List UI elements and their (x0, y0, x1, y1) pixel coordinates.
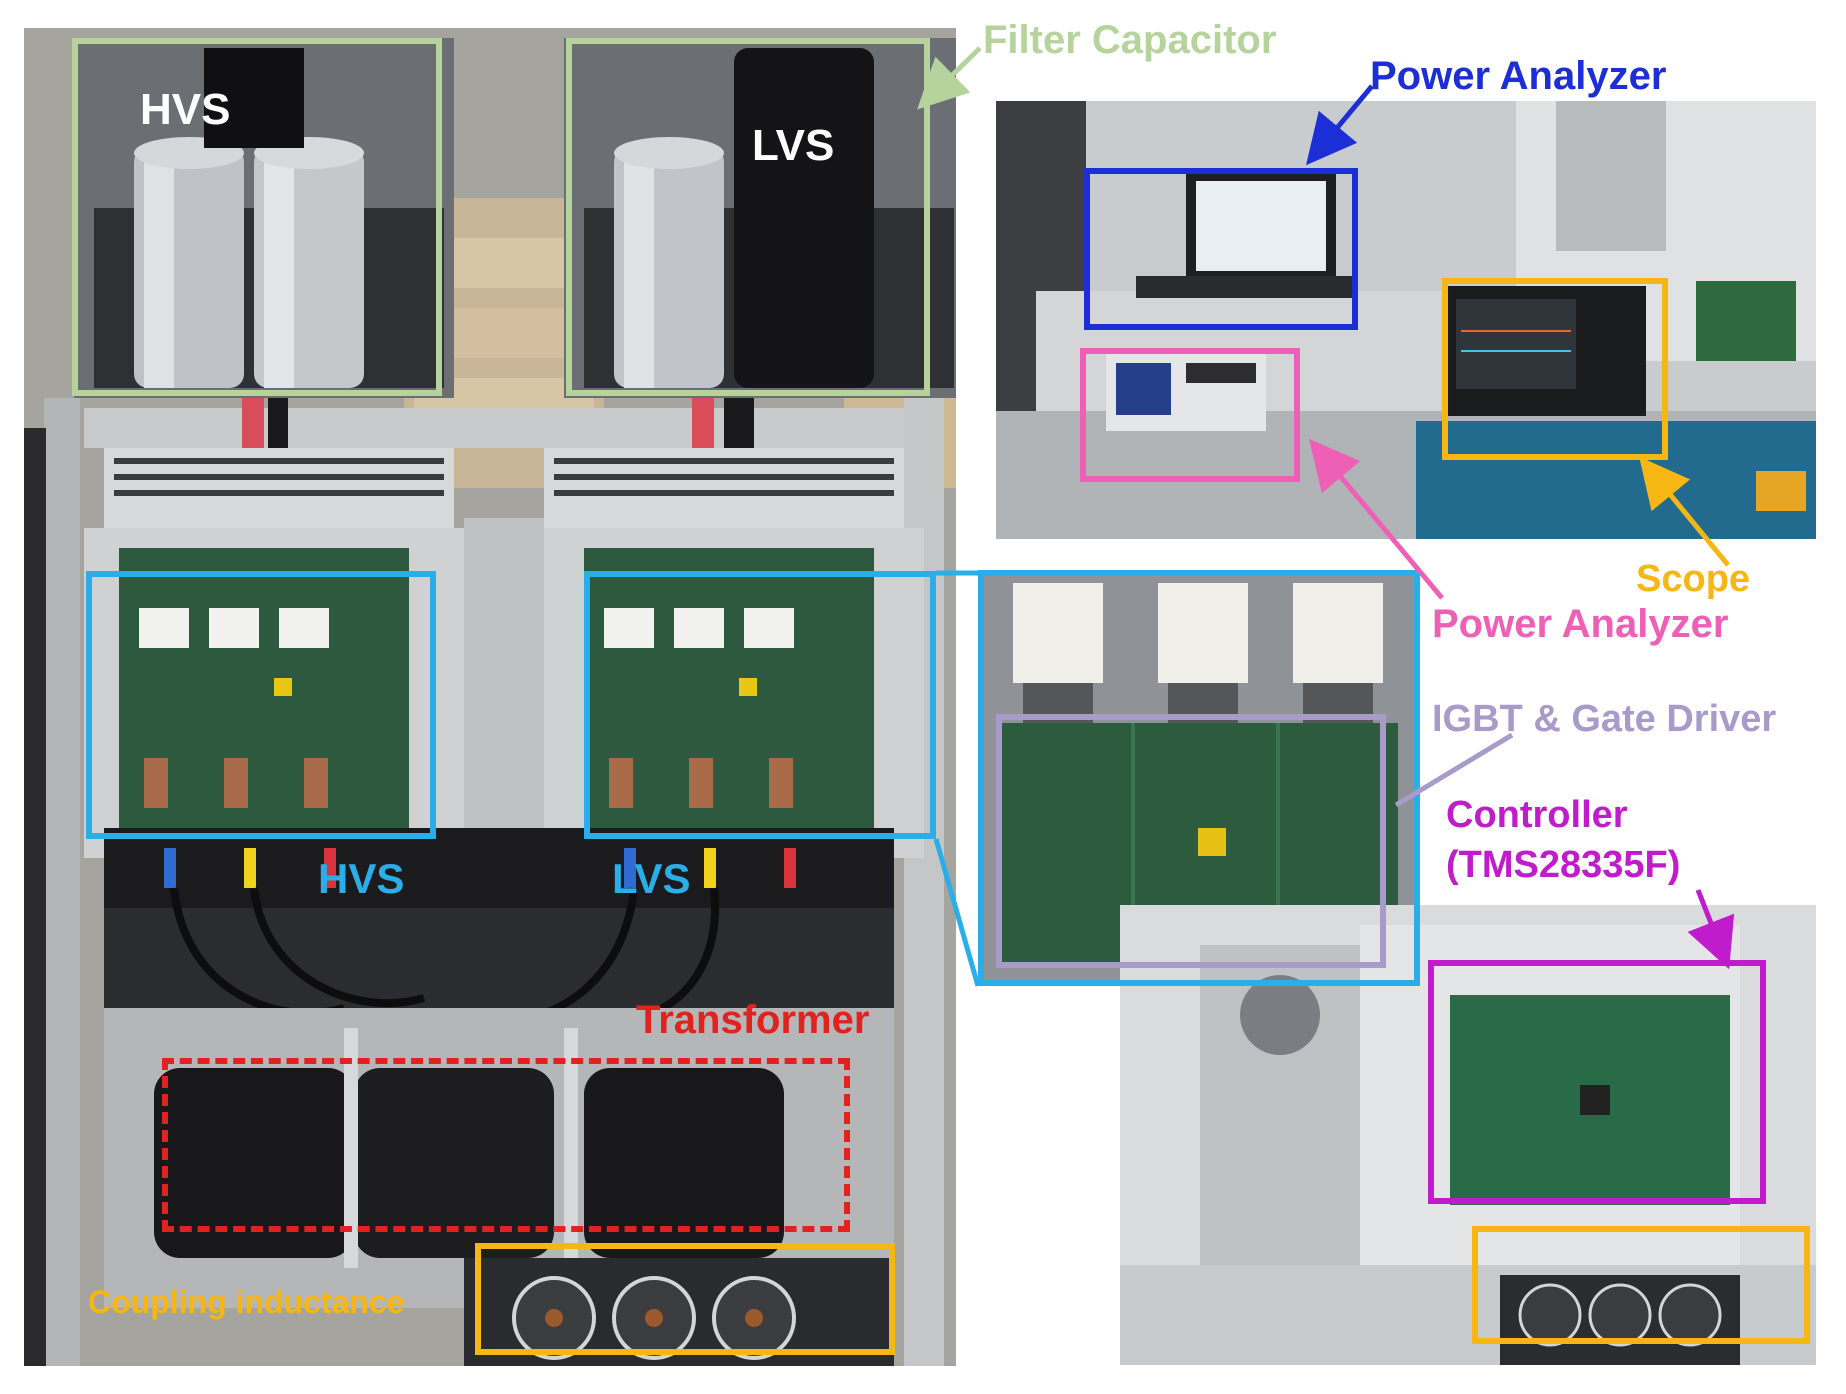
zoom-line-bottom (933, 838, 981, 987)
lab-equipment-photo (996, 101, 1816, 539)
coupling-inductance-label: Coupling inductance (88, 1284, 405, 1320)
power-analyzer-top-pointer (1305, 84, 1374, 166)
power-analyzer-instrument-box (1080, 348, 1300, 482)
lab-illustration (996, 101, 1816, 539)
scope-label: Scope (1636, 558, 1751, 600)
transformer-box (162, 1058, 850, 1232)
controller-label-line2: (TMS28335F) (1446, 844, 1681, 886)
hvs-module-label: HVS (318, 855, 405, 902)
cabinet-illustration (24, 28, 956, 1366)
left-cabinet-photo (24, 28, 956, 1366)
controller-box (1428, 960, 1766, 1204)
hvs-capacitor-label: HVS (140, 85, 231, 134)
controller-label-line1: Controller (1446, 794, 1628, 836)
scope-box (1442, 278, 1668, 460)
power-analyzer-bottom-pointer (1308, 438, 1444, 600)
hvs-module-box (86, 571, 436, 839)
igbt-pointer (1394, 732, 1514, 808)
transformer-label: Transformer (636, 998, 870, 1042)
controller-photo (1120, 905, 1816, 1365)
filter-capacitor-label: Filter Capacitor (983, 18, 1277, 62)
igbt-gate-driver-label: IGBT & Gate Driver (1432, 698, 1777, 740)
coupling-inductance-box-left (475, 1243, 895, 1355)
lvs-module-box (584, 571, 936, 839)
igbt-zoom-frame (978, 570, 1420, 986)
filter-capacitor-pointer (917, 46, 982, 110)
power-analyzer-bottom-label: Power Analyzer (1432, 602, 1729, 646)
lvs-module-label: LVS (612, 855, 691, 902)
lvs-capacitor-box (566, 38, 930, 396)
scope-pointer (1639, 456, 1730, 567)
coupling-inductance-box-right (1472, 1226, 1810, 1344)
igbt-gate-driver-box (996, 714, 1386, 968)
controller-illustration (1120, 905, 1816, 1365)
lvs-capacitor-label: LVS (752, 121, 835, 170)
power-analyzer-laptop-box (1084, 168, 1358, 330)
controller-pointer (1687, 889, 1735, 970)
power-analyzer-top-label: Power Analyzer (1370, 54, 1667, 98)
hvs-capacitor-box (72, 38, 442, 396)
